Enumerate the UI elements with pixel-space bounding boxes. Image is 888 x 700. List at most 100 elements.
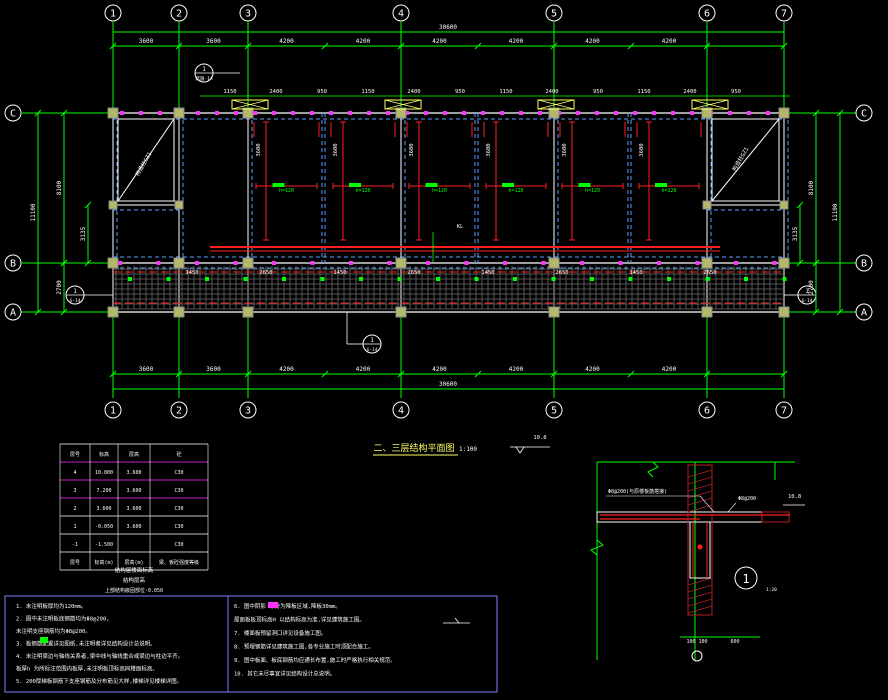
axis-bubble-left-0-label: C — [10, 109, 16, 120]
opening-cross — [537, 99, 575, 110]
dim-sub-top: 2400 — [269, 89, 282, 95]
dim-sub-top: 950 — [317, 89, 327, 95]
dim-top-tick — [244, 42, 252, 50]
axis-bubble-left-2 — [4, 303, 22, 321]
axis-bubble-top-7 — [775, 4, 793, 22]
column-rebar-marker — [215, 111, 219, 115]
table-cell: C30 — [174, 524, 183, 530]
column-rebar-marker — [538, 111, 542, 115]
b-rebar-marker — [464, 261, 469, 265]
callout-right-num: 1 — [805, 288, 809, 295]
b-rebar-marker — [349, 261, 353, 265]
axis-bubble-top-7-label: 7 — [781, 9, 787, 20]
dim-bottom-text: 4200 — [662, 366, 677, 373]
column — [173, 107, 185, 119]
corridor-marker — [744, 277, 748, 281]
b-rebar-marker — [118, 261, 122, 265]
axis-bubble-right-0 — [855, 104, 873, 122]
table-cell: 梁、板砼强度等级 — [159, 559, 199, 566]
table-header-cell: 标高 — [99, 451, 109, 458]
axis-bubble-right-0-label: C — [861, 109, 867, 120]
dim-bottom-tick — [780, 370, 788, 378]
dim-bottom-tick — [550, 370, 558, 378]
axis-bubble-top-1 — [104, 4, 122, 22]
dim-sub-top: 2400 — [407, 89, 420, 95]
axis-bubble-left-0 — [4, 104, 22, 122]
corridor-dim-label: 2650 — [703, 270, 716, 276]
opening-cross — [691, 99, 729, 110]
dim-left-ba-tick — [60, 259, 68, 267]
axis-bubble-bottom-6 — [698, 401, 716, 419]
dim-top-tick — [780, 42, 788, 50]
corridor-marker — [243, 277, 248, 281]
axis-bubble-bottom-5 — [545, 401, 563, 419]
b-rebar-marker — [195, 261, 199, 265]
wall-hatch — [687, 476, 713, 485]
dim-bottom-tick — [321, 370, 329, 378]
table-cell: 层号 — [70, 560, 80, 566]
dim-left-ba-text: 2700 — [56, 280, 63, 295]
column-sub — [108, 200, 118, 210]
structure-frame: h=1203600h=1203600h=1203600h=1203600h=12… — [65, 63, 817, 354]
column-rebar-marker — [158, 111, 162, 115]
dim-bottom-total: 30600 — [439, 381, 457, 388]
note-left: 3. 板钢筋配置详见图纸,未注明者详见结构设计总说明。 — [16, 640, 156, 648]
column-rebar-marker — [500, 111, 504, 115]
dim-right-cb-text: 8100 — [808, 180, 815, 195]
axis-bubble-bottom-2-label: 2 — [176, 406, 182, 417]
level-mark-triangle — [515, 446, 525, 454]
opening-cross — [231, 99, 269, 110]
axis-bubble-bottom-1 — [104, 401, 122, 419]
column-rebar-marker — [576, 111, 580, 115]
table-caption-1: 结构层楼面标高 — [115, 566, 154, 574]
corridor-marker — [320, 277, 325, 281]
table-cell: 7.200 — [96, 488, 111, 494]
dim-right-sub-tick — [796, 201, 804, 209]
table-cell: 3 — [73, 488, 76, 494]
axis-bubble-top-3 — [239, 4, 257, 22]
axis-bubble-bottom-1-label: 1 — [110, 406, 116, 417]
axis-bubble-bottom-5-label: 5 — [551, 406, 557, 417]
column-rebar-marker — [671, 111, 675, 115]
dim-top-tick — [109, 42, 117, 50]
corridor-marker — [667, 277, 671, 281]
axis-bubble-right-1-label: B — [861, 259, 867, 270]
table-cell: 3.600 — [126, 470, 141, 476]
axis-bubble-right-2-label: A — [861, 308, 867, 319]
stair-opening-right — [711, 118, 780, 202]
column — [107, 107, 119, 119]
note-hatch-swatch — [268, 602, 278, 608]
b-rebar-marker — [657, 261, 661, 265]
column-rebar-marker — [633, 111, 637, 115]
slab-tag — [655, 183, 667, 187]
slab-tag — [578, 183, 591, 187]
column — [701, 306, 713, 318]
dim-bottom-text: 3600 — [139, 366, 154, 373]
break-line-top — [647, 461, 659, 478]
column-rebar-marker — [443, 111, 447, 115]
dim-top-tick — [397, 42, 405, 50]
callout-top-sheet: 结施-1A — [195, 75, 212, 82]
notes-panel — [4, 595, 498, 693]
detail-wall — [687, 464, 713, 616]
column-rebar-marker — [310, 111, 314, 115]
detail-scale: 1:20 — [766, 587, 777, 593]
b-rebar-marker — [734, 261, 738, 265]
slab-thickness-label: h=120 — [508, 188, 523, 194]
column — [395, 306, 407, 318]
axis-bubble-bottom-4 — [392, 401, 410, 419]
detail-level-1: 10.8 — [788, 494, 801, 500]
dim-top-tick — [474, 42, 482, 50]
column — [701, 257, 713, 269]
dim-bottom-text: 4200 — [585, 366, 600, 373]
column-sub — [779, 200, 789, 210]
column-rebar-marker — [253, 111, 257, 115]
corridor-dim-label: 2650 — [555, 270, 568, 276]
dim-left-sub-tick — [84, 201, 92, 209]
column-rebar-marker — [614, 111, 618, 115]
axis-bubble-right-1 — [855, 254, 873, 272]
corridor-marker — [436, 277, 440, 281]
axis-bubble-right-2 — [855, 303, 873, 321]
column-rebar-marker — [595, 111, 599, 115]
